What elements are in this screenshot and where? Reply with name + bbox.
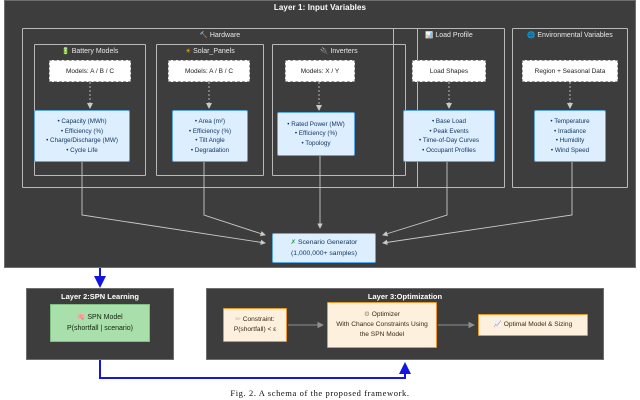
solar-attr-3: • Degradation (190, 146, 230, 154)
environmental-attributes-box: • Temperature • Irradiance • Humidity • … (534, 110, 606, 162)
load-shapes-box: Load Shapes (412, 60, 486, 82)
env-attr-0: • Temperature (550, 118, 590, 125)
inverter-model-box: Models: X / Y (285, 60, 355, 82)
brain-icon: 🧠 (77, 314, 86, 321)
bar-chart-icon: 📈 (493, 321, 502, 328)
inverter-attr-1: • Efficiency (%) (294, 130, 338, 138)
environmental-cluster: 🌐Environmental Variables (512, 28, 628, 188)
load-attr-3: • Occupant Profiles (422, 146, 476, 154)
gear-icon: ⚙ (364, 311, 370, 318)
spn-model-line2: P(shortfall | scenario) (66, 325, 133, 332)
battery-models-title: 🔋Battery Models (61, 48, 119, 55)
layer2-title: Layer 2:SPN Learning (61, 292, 139, 301)
scenario-generator-line1: ✗ Scenario Generator (290, 239, 358, 246)
edge-layer2-to-layer3 (99, 360, 411, 379)
spn-model-box: 🧠 SPN Model P(shortfall | scenario) (50, 304, 150, 342)
battery-attr-2: • Charge/Discharge (MW) (46, 137, 118, 144)
scenario-generator-box: ✗ Scenario Generator (1,000,000+ samples… (272, 233, 376, 263)
solar-attributes-box: • Area (m²) • Efficiency (%) • Tilt Angl… (172, 110, 248, 162)
inverter-attr-2: • Topology (301, 139, 331, 147)
solar-panels-title: ☀Solar_Panels (185, 48, 235, 55)
inverter-attr-0: • Rated Power (MW) (287, 120, 345, 128)
load-attr-1: • Peak Events (429, 127, 469, 135)
tools-icon: 🔨 (199, 32, 208, 39)
battery-attr-1: • Efficiency (%) (60, 127, 104, 135)
env-attr-3: • Wind Speed (550, 146, 590, 154)
region-seasonal-box: Region + Seasonal Data (522, 60, 618, 82)
inverter-attributes-box: • Rated Power (MW) • Efficiency (%) • To… (277, 112, 355, 156)
load-attr-2: • Time-of-Day Curves (419, 137, 479, 144)
load-profile-attributes-box: • Base Load • Peak Events • Time-of-Day … (403, 110, 495, 162)
battery-attr-3: • Cycle Life (66, 146, 98, 154)
dice-icon: ✗ (290, 239, 297, 246)
solar-model-box: Models: A / B / C (168, 60, 250, 82)
scenario-generator-line2: (1,000,000+ samples) (291, 250, 357, 257)
solar-attr-2: • Tilt Angle (195, 137, 225, 144)
optimizer-line1: ⚙ Optimizer (364, 311, 400, 318)
constraint-line1: ✏ Constraint: (235, 316, 275, 323)
optimal-model-label-row: 📈 Optimal Model & Sizing (493, 321, 573, 328)
battery-icon: 🔋 (61, 48, 70, 55)
env-attr-1: • Irradiance (554, 127, 586, 135)
battery-attributes-box: • Capacity (MWh) • Efficiency (%) • Char… (34, 110, 130, 162)
constraint-box: ✏ Constraint: P(shortfall) < ε (223, 308, 287, 342)
optimizer-line3: the SPN Model (359, 331, 405, 338)
optimal-model-box: 📈 Optimal Model & Sizing (478, 314, 588, 336)
env-attr-2: • Humidity (555, 137, 585, 144)
pencil-icon: ✏ (235, 316, 241, 323)
sun-icon: ☀ (185, 48, 192, 55)
environmental-title: 🌐Environmental Variables (527, 32, 613, 39)
constraint-line2: P(shortfall) < ε (233, 326, 277, 333)
hardware-cluster-title: 🔨Hardware (199, 32, 241, 39)
load-profile-cluster: 📊Load Profile (393, 28, 505, 188)
chart-note-icon: 📊 (425, 32, 434, 39)
load-attr-0: • Base Load (431, 118, 467, 125)
layer3-title: Layer 3:Optimization (367, 292, 443, 301)
globe-icon: 🌐 (527, 32, 536, 39)
solar-attr-1: • Efficiency (%) (188, 127, 232, 135)
layer1-title: Layer 1: Input Variables (273, 3, 367, 12)
battery-attr-0: • Capacity (MWh) (57, 118, 107, 125)
inverters-title: 🔌Inverters (320, 48, 358, 55)
optimizer-box: ⚙ Optimizer With Chance Constraints Usin… (327, 302, 437, 348)
load-profile-title: 📊Load Profile (425, 32, 473, 39)
optimizer-line2: With Chance Constraints Using (336, 321, 428, 328)
plug-icon: 🔌 (320, 48, 329, 55)
solar-attr-0: • Area (m²) (194, 118, 226, 125)
spn-model-line1: 🧠 SPN Model (77, 314, 123, 321)
figure-caption: Fig. 2. A schema of the proposed framewo… (230, 388, 410, 398)
battery-model-box: Models: A / B / C (49, 60, 131, 82)
